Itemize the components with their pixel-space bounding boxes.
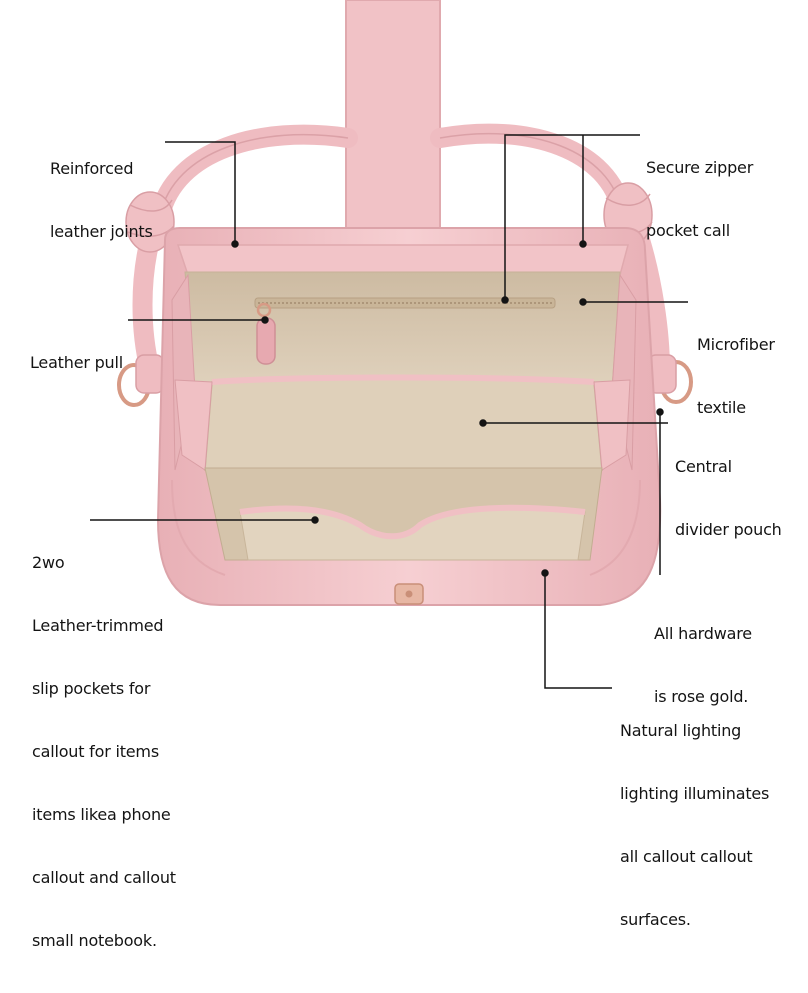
callout-line: all callout callout <box>620 847 753 866</box>
leader-lines <box>90 134 688 689</box>
ring-right <box>647 354 693 404</box>
callout-line: surfaces. <box>620 910 691 929</box>
handle-left <box>150 124 358 225</box>
callout-line: Secure zipper <box>646 158 754 177</box>
callout-zipper-pocket: Secure zipper pocket call <box>646 115 753 283</box>
callout-reinforced-joints: Reinforced leather joints <box>50 116 153 284</box>
top-strap <box>345 0 441 233</box>
callout-line: divider pouch <box>675 520 782 539</box>
callout-line: lighting illuminates <box>620 784 770 803</box>
callout-line: small notebook. <box>32 931 157 950</box>
callout-line: All hardware <box>654 624 752 643</box>
callout-line: Leather-trimmed <box>32 616 164 635</box>
callout-line: Central <box>675 457 732 476</box>
callout-line: Microfiber <box>697 335 775 354</box>
callout-line: slip pockets for <box>32 679 151 698</box>
lining-back <box>184 271 621 391</box>
bag-illustration <box>90 0 693 689</box>
callout-line: 2wo <box>32 553 65 572</box>
zipper-pocket <box>254 297 556 309</box>
front-clasp <box>394 583 424 605</box>
callout-line: Leather pull <box>30 353 123 372</box>
callout-lighting: Natural lighting lighting illuminates al… <box>620 678 769 972</box>
callout-line: callout and callout <box>32 868 176 887</box>
callout-slip-pockets: 2wo Leather-trimmed slip pockets for cal… <box>32 510 176 993</box>
callout-line: is rose gold. <box>654 687 749 706</box>
callout-line: callout for items <box>32 742 159 761</box>
handle-right <box>430 123 632 222</box>
callout-line: leather joints <box>50 222 153 241</box>
callout-line: items likea phone <box>32 805 171 824</box>
ring-left <box>117 354 165 407</box>
zipper-pull <box>256 302 276 365</box>
diagram-canvas: Reinforced leather joints Secure zipper … <box>30 0 782 950</box>
callout-hardware: All hardware is rose gold. <box>654 581 752 749</box>
callout-line: textile <box>697 398 746 417</box>
callout-line: pocket call <box>646 221 730 240</box>
callout-leather-pull: Leather pull <box>30 310 123 415</box>
knot-left <box>125 191 175 253</box>
callout-central-divider: Central divider pouch <box>675 414 782 582</box>
callout-microfiber: Microfiber textile <box>697 292 775 460</box>
callout-line: Reinforced <box>50 159 134 178</box>
callout-line: Natural lighting <box>620 721 742 740</box>
slip-pockets <box>239 504 586 561</box>
